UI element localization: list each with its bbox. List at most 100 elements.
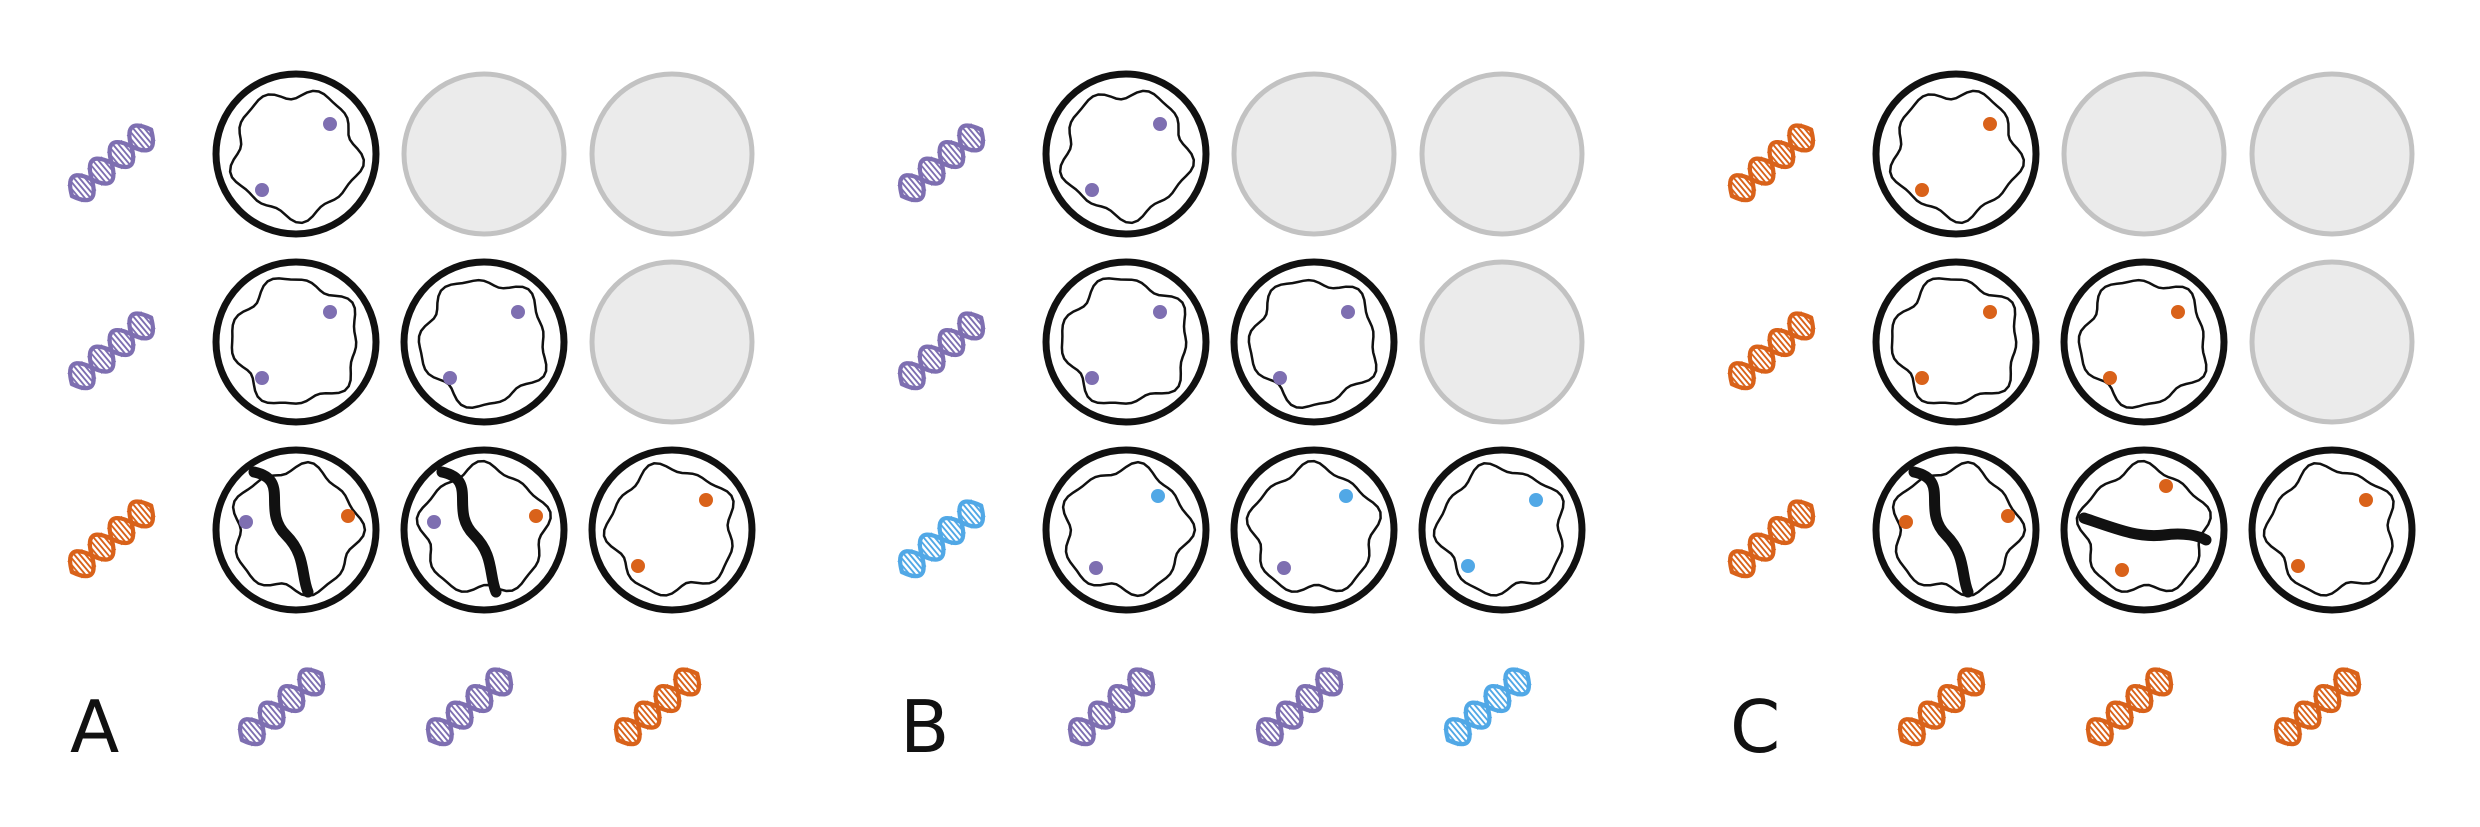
plasmid-dot [323, 117, 337, 131]
cell-membrane [2262, 462, 2395, 597]
dna-helix-icon [63, 306, 161, 395]
empty-well [589, 71, 755, 237]
cell-c-0 [1872, 70, 2040, 238]
cell-c-2 [2249, 71, 2415, 237]
cell-b-6 [1042, 446, 1210, 614]
plasmid-dot [255, 183, 269, 197]
empty-well [1419, 259, 1585, 425]
empty-well [1419, 71, 1585, 237]
cell-c-7 [2060, 446, 2228, 614]
dna-helix-icon [893, 494, 991, 583]
dna-helix-icon [2081, 662, 2179, 751]
cell-membrane [1245, 459, 1382, 593]
cell-b-2 [1419, 71, 1585, 237]
empty-well [2061, 71, 2227, 237]
plasmid-dot [1153, 305, 1167, 319]
plasmid-dot [1461, 559, 1475, 573]
cell-wall [400, 446, 568, 614]
cell-wall [1042, 446, 1210, 614]
cell-b-4 [1230, 258, 1398, 426]
panel-letter: B [900, 685, 949, 769]
cell-c-5 [2249, 259, 2415, 425]
dna-helix-icon [63, 118, 161, 207]
cell-membrane [1891, 460, 2027, 598]
division-septum [248, 466, 314, 598]
cell-c-1 [2061, 71, 2227, 237]
empty-well [401, 71, 567, 237]
plasmid-dot [2159, 479, 2173, 493]
dna-helix-icon [1893, 662, 1991, 751]
cell-b-3 [1042, 258, 1210, 426]
plasmid-dot [2001, 509, 2015, 523]
cell-b-7 [1230, 446, 1398, 614]
dna-helix-icon [893, 118, 991, 207]
plasmid-dot [1899, 515, 1913, 529]
dna-helix-icon [1723, 306, 1821, 395]
plasmid-dot [1341, 305, 1355, 319]
plasmid-dot [1983, 305, 1997, 319]
division-septum [436, 466, 502, 598]
cell-wall [212, 258, 380, 426]
cell-membrane [2077, 278, 2208, 409]
division-septum [2078, 512, 2212, 546]
plasmid-dot [1915, 183, 1929, 197]
plasmid-dot [1153, 117, 1167, 131]
cell-b-0 [1042, 70, 1210, 238]
dna-helix-icon [893, 306, 991, 395]
cell-a-8 [588, 446, 756, 614]
plasmid-dot [2103, 371, 2117, 385]
division-septum [1908, 466, 1974, 598]
plasmid-dot [1983, 117, 1997, 131]
cell-membrane [230, 277, 358, 405]
cell-membrane [1058, 89, 1196, 225]
plasmid-dot [2171, 305, 2185, 319]
cell-a-7 [400, 446, 568, 614]
plasmid-dot [1273, 371, 1287, 385]
cell-b-8 [1418, 446, 1586, 614]
cell-wall [212, 446, 380, 614]
plasmid-dot [631, 559, 645, 573]
cell-c-8 [2248, 446, 2416, 614]
plasmid-dot [2291, 559, 2305, 573]
plasmid-dot [1339, 489, 1353, 503]
plasmid-dot [2359, 493, 2373, 507]
cell-wall [1042, 70, 1210, 238]
cell-wall [1230, 446, 1398, 614]
cell-membrane [1061, 460, 1197, 598]
cell-membrane [228, 89, 366, 225]
plasmid-dot [1915, 371, 1929, 385]
cell-b-1 [1231, 71, 1397, 237]
cell-membrane [1247, 278, 1378, 409]
dna-helix-icon [609, 662, 707, 751]
panel-letter: A [70, 685, 119, 769]
cell-membrane [417, 278, 548, 409]
empty-well [2249, 259, 2415, 425]
plasmid-dot [1529, 493, 1543, 507]
plasmid-dot [427, 515, 441, 529]
plasmid-dot [1089, 561, 1103, 575]
plasmid-dot [699, 493, 713, 507]
empty-well [2249, 71, 2415, 237]
dna-helix-icon [421, 662, 519, 751]
cell-wall [1872, 258, 2040, 426]
panel-c: C [1723, 118, 2367, 769]
cell-c-4 [2060, 258, 2228, 426]
dna-helix-icon [63, 494, 161, 583]
plasmid-dot [2115, 563, 2129, 577]
plasmid-dot [1085, 183, 1099, 197]
cell-membrane [2075, 459, 2212, 593]
cell-a-0 [212, 70, 380, 238]
cell-wall [400, 258, 568, 426]
plasmid-dot [341, 509, 355, 523]
cell-a-5 [589, 259, 755, 425]
empty-well [1231, 71, 1397, 237]
cell-c-6 [1872, 446, 2040, 614]
cell-membrane [1888, 89, 2026, 225]
cell-a-4 [400, 258, 568, 426]
cell-membrane [1890, 277, 2018, 405]
plasmid-dot [239, 515, 253, 529]
plasmid-dot [1277, 561, 1291, 575]
cell-membrane [1060, 277, 1188, 405]
plasmid-dot [323, 305, 337, 319]
